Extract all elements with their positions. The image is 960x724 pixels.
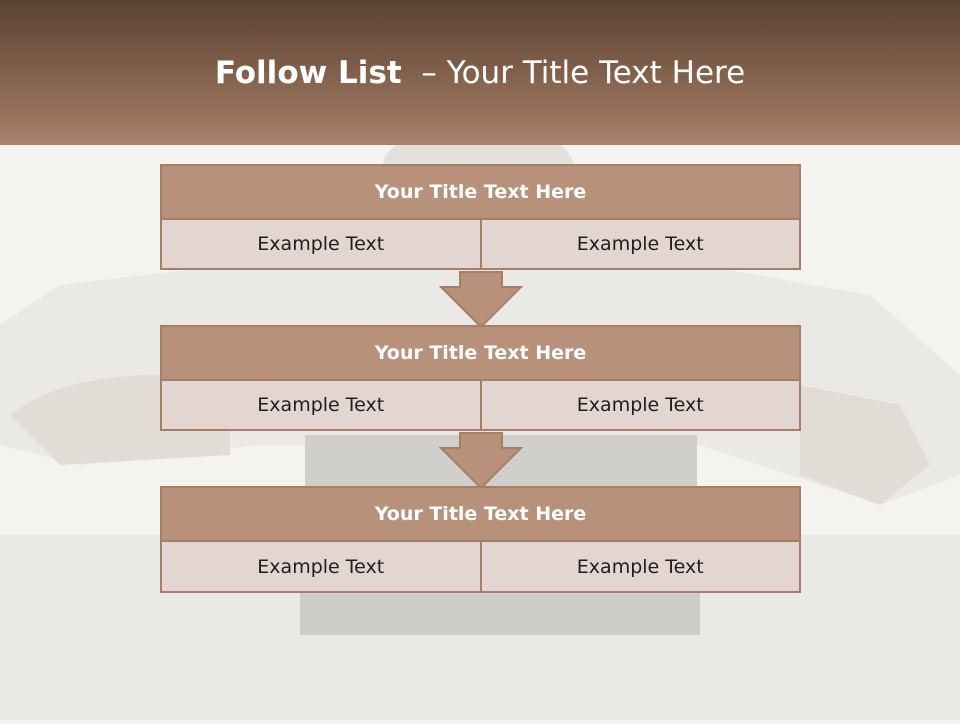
step-title: Your Title Text Here [160, 325, 801, 381]
step-cell-right: Example Text [481, 381, 801, 431]
step-cell-right: Example Text [481, 542, 801, 593]
step-title: Your Title Text Here [160, 486, 801, 542]
down-arrow-icon [439, 271, 523, 329]
step-cell-left: Example Text [160, 220, 482, 270]
step-row: Example Text Example Text [160, 381, 801, 431]
step-title: Your Title Text Here [160, 164, 801, 220]
step-row: Example Text Example Text [160, 220, 801, 270]
step-block-2: Your Title Text Here Example Text Exampl… [160, 325, 801, 431]
slide-title-rest: – Your Title Text Here [401, 55, 746, 91]
title-banner [0, 0, 960, 145]
slide-title: Follow List – Your Title Text Here [0, 55, 960, 91]
slide-title-bold: Follow List [214, 55, 402, 91]
step-cell-left: Example Text [160, 542, 482, 593]
step-cell-right: Example Text [481, 220, 801, 270]
step-row: Example Text Example Text [160, 542, 801, 593]
step-cell-left: Example Text [160, 381, 482, 431]
down-arrow-icon [439, 432, 523, 490]
step-block-3: Your Title Text Here Example Text Exampl… [160, 486, 801, 593]
step-block-1: Your Title Text Here Example Text Exampl… [160, 164, 801, 270]
